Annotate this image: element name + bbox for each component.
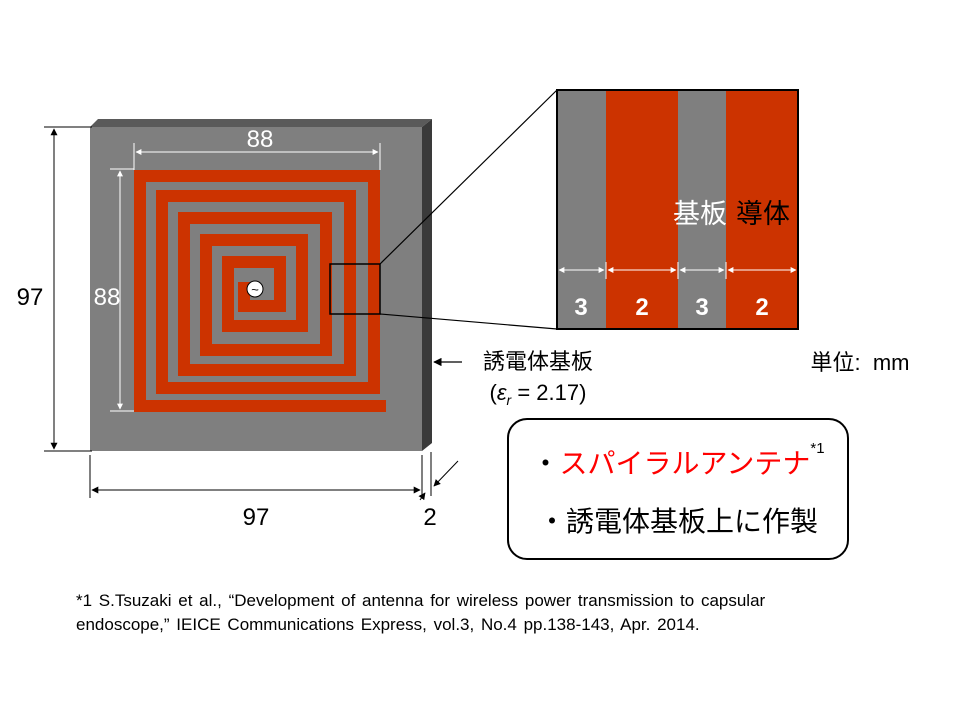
info-line-antenna: ・スパイラルアンテナ*1: [509, 440, 847, 482]
inset-width-1: 3: [574, 294, 587, 321]
source-symbol: ~: [251, 282, 259, 297]
inset-width-2: 2: [635, 294, 648, 321]
board-side-edge: [422, 119, 432, 451]
spiral-height-label: 88: [94, 284, 121, 311]
inset-strip-conductor-1: [606, 90, 678, 329]
inset-substrate-label: 基板: [673, 199, 727, 229]
inset-strip-conductor-2: [726, 90, 798, 329]
inset-conductor-label: 導体: [736, 199, 790, 229]
bullet-1: ・: [531, 448, 560, 479]
inset-width-3: 3: [695, 294, 708, 321]
reference-footnote: *1 S.Tsuzaki et al., “Development of ant…: [76, 589, 936, 637]
board-height-label: 97: [17, 284, 44, 311]
info-line-substrate: ・誘電体基板上に作製: [509, 500, 847, 540]
inset-strip-substrate-2: [678, 90, 726, 329]
permittivity-prefix: (: [490, 380, 498, 405]
permittivity-subscript: r: [507, 392, 513, 408]
reference-line-2: endoscope,” IEICE Communications Express…: [76, 615, 700, 634]
zoom-connector-top: [379, 89, 558, 265]
board-width-label: 97: [243, 504, 270, 531]
permittivity-value: = 2.17): [511, 380, 586, 405]
antenna-type-text: スパイラルアンテナ: [559, 448, 811, 479]
spiral-conductor: [134, 170, 386, 412]
info-box: ・スパイラルアンテナ*1 ・誘電体基板上に作製: [507, 418, 849, 560]
substrate-permittivity: (εr = 2.17): [490, 380, 587, 408]
substrate-name: 誘電体基板: [483, 349, 593, 374]
inset-strip-substrate-1: [557, 90, 606, 329]
unit-label: 単位: mm: [811, 350, 910, 375]
fabrication-text: 誘電体基板上に作製: [566, 506, 819, 537]
feed-source: ~: [246, 280, 264, 298]
spiral-width-label: 88: [247, 126, 274, 153]
zoom-inset: 基板 導体 3 2 3 2: [556, 89, 799, 330]
spiral-trace: [134, 170, 386, 412]
bullet-2: ・: [537, 506, 566, 537]
inner-dimensions: [110, 143, 381, 412]
zoom-connector-bottom: [379, 313, 558, 330]
footnote-marker: *1: [810, 440, 825, 457]
zoom-region-marker: [329, 263, 381, 315]
inset-dimension-lines: [558, 262, 797, 279]
board-thickness-label: 2: [423, 504, 436, 531]
reference-line-1: *1 S.Tsuzaki et al., “Development of ant…: [76, 591, 766, 610]
board-top-edge: [90, 119, 432, 127]
outer-dimensions: [44, 126, 459, 501]
inset-width-4: 2: [755, 294, 768, 321]
inset-frame: [556, 89, 799, 330]
permittivity-symbol: ε: [497, 380, 507, 405]
